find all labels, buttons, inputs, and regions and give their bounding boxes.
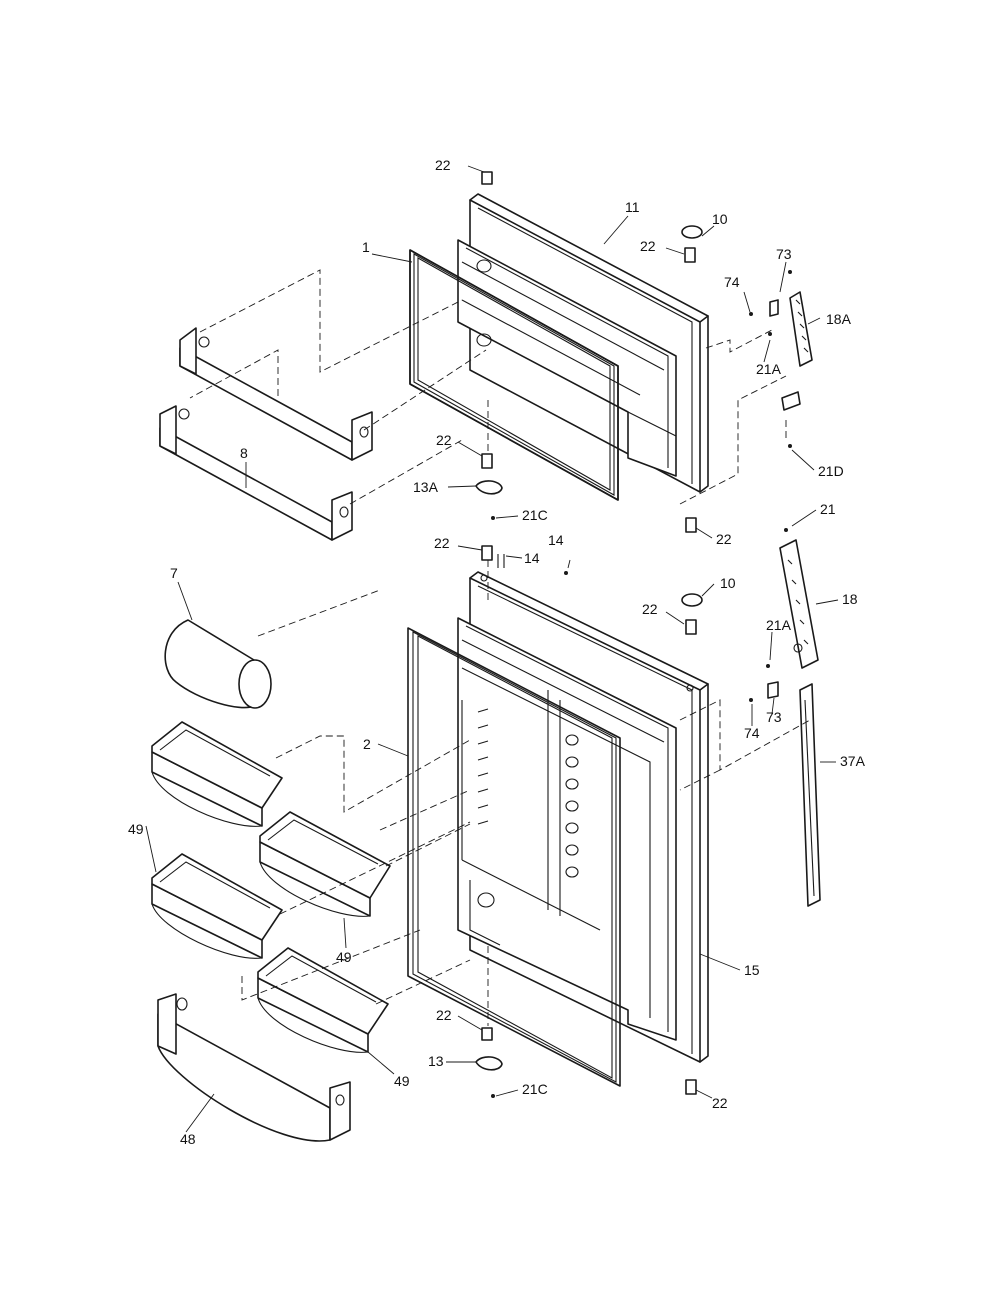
- callout-49: 49: [128, 821, 144, 837]
- callout-11: 11: [625, 199, 640, 215]
- callout-13a: 13A: [413, 479, 439, 495]
- assembly-dashed-lines: [189, 269, 811, 1026]
- door-bin-middle-left: [151, 853, 283, 959]
- callout-74: 74: [744, 725, 760, 741]
- screws-and-clips: [491, 270, 792, 1098]
- callout-21a: 21A: [756, 361, 782, 377]
- callout-37a: 37A: [840, 753, 866, 769]
- callout-22: 22: [434, 535, 450, 551]
- door-bin-lower-right: [257, 947, 389, 1053]
- door-bin-middle-right: [259, 811, 391, 917]
- callout-14: 14: [524, 550, 540, 566]
- callout-22: 22: [712, 1095, 728, 1111]
- freezer-door-shelf-upper: [179, 327, 373, 461]
- callout-21: 21: [820, 501, 836, 517]
- callout-48: 48: [180, 1131, 196, 1147]
- callout-14: 14: [548, 532, 564, 548]
- callout-22: 22: [436, 432, 452, 448]
- door-shelf-support-tabs: [477, 708, 579, 878]
- callout-22: 22: [436, 1007, 452, 1023]
- callout-22: 22: [642, 601, 658, 617]
- callout-22: 22: [716, 531, 732, 547]
- callout-8: 8: [240, 445, 248, 461]
- freezer-door-inner-liner: [457, 239, 677, 477]
- callout-10: 10: [712, 211, 728, 227]
- callout-18a: 18A: [826, 311, 852, 327]
- door-bin-upper-left: [151, 721, 283, 827]
- callout-21d: 21D: [818, 463, 844, 479]
- handle-caps-10: [681, 225, 703, 607]
- callout-1: 1: [362, 239, 370, 255]
- hinge-plates: [475, 480, 503, 1071]
- callout-49: 49: [336, 949, 352, 965]
- callout-leader-lines: [145, 165, 839, 1133]
- callout-7: 7: [170, 565, 178, 581]
- callout-49: 49: [394, 1073, 410, 1089]
- handle-upper-18A: [789, 291, 813, 367]
- hinge-bracket-21D-area: [781, 391, 801, 411]
- handle-lower-18: [779, 539, 819, 669]
- callout-22: 22: [640, 238, 656, 254]
- freezer-door-gasket: [409, 249, 619, 501]
- callout-10: 10: [720, 575, 736, 591]
- callout-73: 73: [766, 709, 782, 725]
- callout-2: 2: [363, 736, 371, 752]
- hinge-pin-caps: [481, 171, 697, 1095]
- callout-21a: 21A: [766, 617, 792, 633]
- fresh-food-door-gasket: [407, 627, 621, 1087]
- door-shelf-lower: [157, 993, 351, 1142]
- callout-labels: 22 11 10 22 73 74 18A 1 21A 8 22 21D 13A…: [128, 157, 866, 1147]
- handle-trim-37A: [799, 683, 821, 907]
- callout-13: 13: [428, 1053, 444, 1069]
- callout-15: 15: [744, 962, 760, 978]
- callout-21c: 21C: [522, 507, 548, 523]
- dairy-compartment: [164, 619, 272, 709]
- callout-18: 18: [842, 591, 858, 607]
- callout-73: 73: [776, 246, 792, 262]
- callout-22: 22: [435, 157, 451, 173]
- callout-21c: 21C: [522, 1081, 548, 1097]
- fresh-food-door-inner-liner: [457, 617, 677, 1041]
- callout-74: 74: [724, 274, 740, 290]
